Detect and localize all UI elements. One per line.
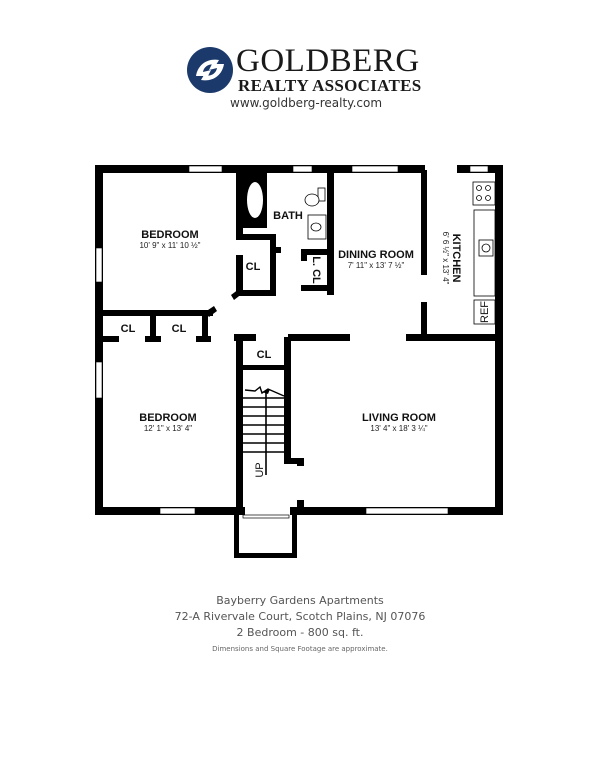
room-label-bedroom-2: BEDROOM [139, 412, 196, 424]
room-label-bedroom-1: BEDROOM [141, 229, 198, 241]
unit-info: 2 Bedroom - 800 sq. ft. [236, 626, 364, 639]
brand-subtitle: REALTY ASSOCIATES [238, 76, 422, 95]
room-label-bath: BATH [273, 210, 303, 222]
closet-label: CL [257, 349, 272, 361]
room-dimensions-living-room: 13' 4" x 18' 3 ¼" [370, 424, 427, 433]
disclaimer: Dimensions and Square Footage are approx… [212, 645, 388, 653]
room-dimensions-kitchen: 6' 6 ½" x 13' 4" [441, 232, 450, 285]
company-logo: GOLDBERG REALTY ASSOCIATES www.goldberg-… [186, 44, 421, 114]
refrigerator-label: REF [479, 301, 491, 323]
linen-closet-label: L. CL [310, 256, 322, 284]
brand-name: GOLDBERG [236, 43, 420, 79]
stairs-up-label: UP [254, 462, 266, 477]
room-label-living-room: LIVING ROOM [362, 412, 436, 424]
property-address: 72-A Rivervale Court, Scotch Plains, NJ … [174, 610, 426, 623]
room-dimensions-dining-room: 7' 11" x 13' 7 ½" [348, 261, 405, 270]
room-dimensions-bedroom-2: 12' 1" x 13' 4" [144, 424, 192, 433]
room-label-kitchen: KITCHEN [450, 234, 462, 283]
website-link[interactable]: www.goldberg-realty.com [230, 96, 383, 110]
closet-label: CL [121, 323, 136, 335]
room-label-dining-room: DINING ROOM [338, 249, 414, 261]
closet-label: CL [246, 261, 261, 273]
property-name: Bayberry Gardens Apartments [216, 594, 384, 607]
room-dimensions-bedroom-1: 10' 9" x 11' 10 ½" [139, 241, 200, 250]
closet-label: CL [172, 323, 187, 335]
goldberg-logo-mark-icon [187, 47, 233, 93]
